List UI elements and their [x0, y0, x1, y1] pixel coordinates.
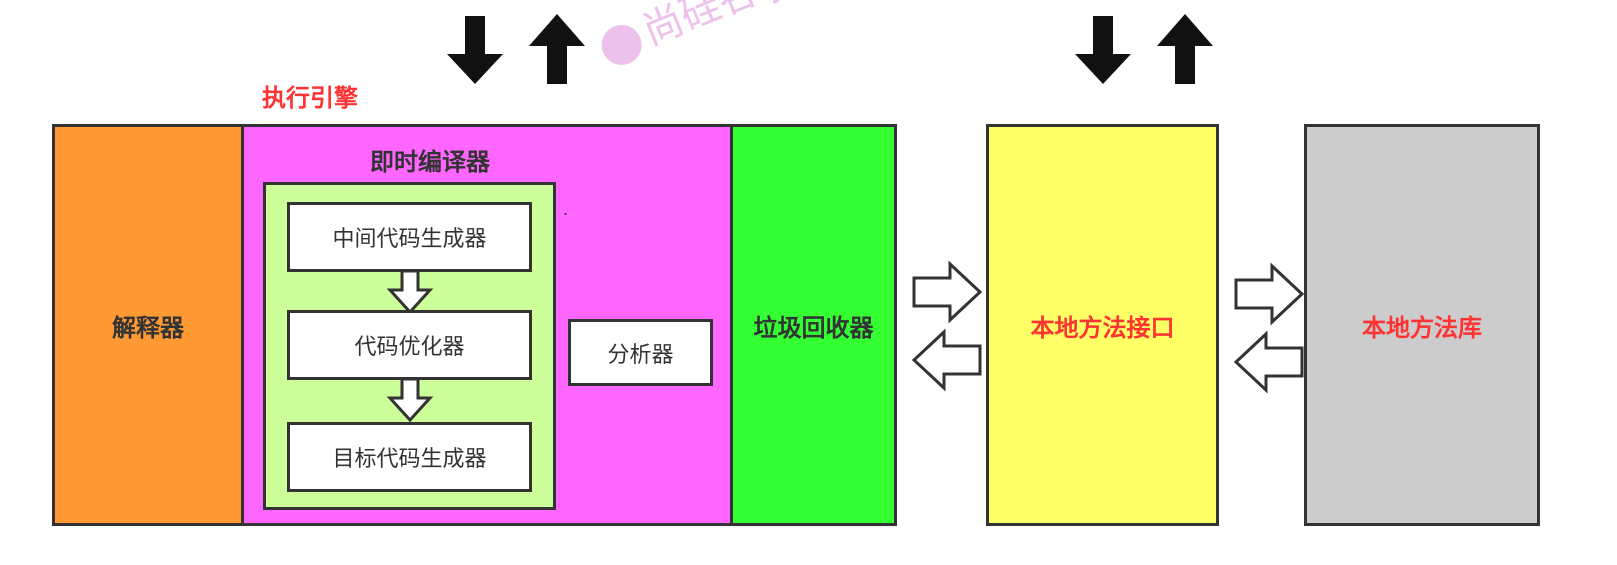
native-method-library-block: 本地方法库: [1304, 124, 1540, 526]
up-arrow-icon: [529, 14, 585, 84]
left-outline-arrow-icon: [1233, 330, 1304, 394]
stray-dot: .: [563, 200, 569, 219]
garbage-collector-block: 垃圾回收器: [730, 124, 897, 526]
execution-engine-title: 执行引擎: [262, 84, 358, 112]
left-outline-arrow-icon: [911, 328, 982, 392]
code-optimizer: 代码优化器: [287, 310, 532, 380]
native-method-interface-block: 本地方法接口: [986, 124, 1219, 526]
down-outline-arrow-icon: [386, 269, 434, 315]
right-outline-arrow-icon: [1234, 262, 1305, 326]
down-outline-arrow-icon: [386, 377, 434, 423]
down-arrow-icon: [1075, 16, 1131, 84]
interpreter-label: 解释器: [112, 313, 184, 342]
down-arrow-icon: [447, 16, 503, 84]
up-arrow-icon: [1157, 14, 1213, 84]
watermark-logo-icon: [595, 18, 648, 71]
right-outline-arrow-icon: [912, 260, 983, 324]
jit-compiler-label: 即时编译器: [370, 147, 490, 176]
watermark: 尚硅谷 JVM教程: [590, 0, 920, 74]
profiler-box: 分析器: [568, 319, 713, 386]
interpreter-block: 解释器: [52, 124, 244, 526]
target-code-generator: 目标代码生成器: [287, 422, 532, 492]
intermediate-code-generator: 中间代码生成器: [287, 202, 532, 272]
